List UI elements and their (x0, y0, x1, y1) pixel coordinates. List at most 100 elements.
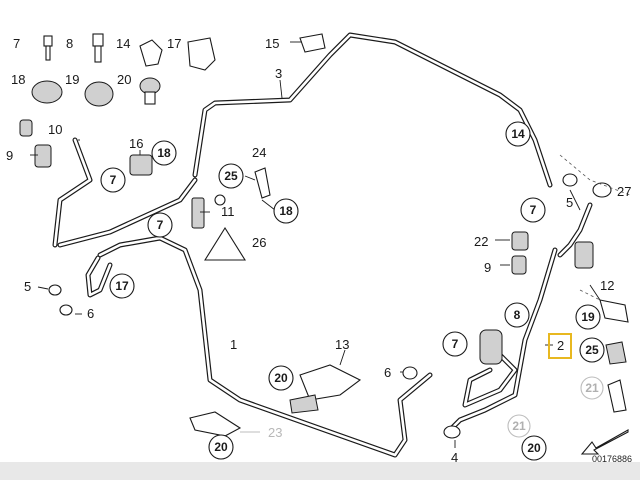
callout-20b[interactable]: 20 (208, 434, 234, 460)
part-label-20: 20 (117, 72, 131, 87)
bolt-part-7 (43, 35, 53, 47)
fitting-part-22 (511, 231, 529, 251)
part-label-27: 27 (617, 184, 631, 199)
callout-14[interactable]: 14 (505, 121, 531, 147)
part-number-labels: 7 8 14 17 18 19 20 10 9 16 24 11 26 15 3… (6, 36, 631, 465)
callout-17[interactable]: 17 (109, 273, 135, 299)
direction-arrow-icon (580, 429, 629, 455)
highlight-box-part-2 (548, 333, 572, 359)
clip-part-25 (605, 341, 627, 365)
part-label-26: 26 (252, 235, 266, 250)
component-shapes (19, 33, 631, 439)
svg-text:19: 19 (581, 310, 595, 324)
oring-part-5b (48, 284, 62, 296)
bracket-part-23 (189, 411, 242, 437)
part-label-9: 9 (6, 148, 13, 163)
bracket-part-15 (299, 33, 326, 53)
oring-part-6b (402, 366, 418, 380)
part-label-15: 15 (265, 36, 279, 51)
part-label-14: 14 (116, 36, 130, 51)
part-label-2: 2 (557, 338, 564, 353)
svg-text:25: 25 (585, 343, 599, 357)
svg-text:21: 21 (585, 381, 599, 395)
bracket-part-12 (599, 299, 629, 323)
callout-circles: 7 18 25 18 7 17 14 7 (100, 121, 605, 461)
oring-part-4 (443, 425, 461, 439)
callout-7[interactable]: 7 (100, 167, 126, 193)
part-label-22: 22 (474, 234, 488, 249)
part-label-12: 12 (600, 278, 614, 293)
svg-text:14: 14 (511, 127, 525, 141)
cap-part-9 (34, 144, 52, 168)
svg-text:18: 18 (279, 204, 293, 218)
svg-text:20: 20 (214, 440, 228, 454)
callout-7b[interactable]: 7 (147, 212, 173, 238)
part-label-13: 13 (335, 337, 349, 352)
part-label-10: 10 (48, 122, 62, 137)
part-label-24: 24 (252, 145, 266, 160)
svg-text:21: 21 (512, 419, 526, 433)
footer-bar (0, 462, 640, 480)
part-label-5b: 5 (24, 279, 31, 294)
svg-text:7: 7 (452, 337, 459, 351)
part-label-6b: 6 (384, 365, 391, 380)
clamp-part-13b (289, 394, 319, 414)
fitting-part-9 (511, 255, 527, 275)
callout-19[interactable]: 19 (575, 304, 601, 330)
gray-callouts: 21 21 23 (268, 376, 604, 440)
part-label-18: 18 (11, 72, 25, 87)
callout-7c[interactable]: 7 (520, 197, 546, 223)
part-label-19: 19 (65, 72, 79, 87)
part-label-4: 4 (451, 450, 458, 465)
warning-triangle-26 (204, 226, 246, 261)
gray-label-23: 23 (268, 425, 282, 440)
svg-text:7: 7 (157, 218, 164, 232)
svg-text:25: 25 (224, 169, 238, 183)
part-label-11: 11 (221, 204, 235, 219)
callout-25[interactable]: 25 (218, 163, 244, 189)
bracket-part-13 (299, 364, 362, 401)
part-label-7: 7 (13, 36, 20, 51)
gray-callout-21[interactable]: 21 (507, 414, 531, 438)
oring-part-5 (562, 173, 578, 187)
svg-text:8: 8 (514, 308, 521, 322)
bracket-part-17 (187, 37, 216, 71)
bolt-part-8 (92, 33, 104, 47)
callout-18[interactable]: 18 (151, 140, 177, 166)
bracket-part-24 (254, 167, 271, 199)
callout-7d[interactable]: 7 (442, 331, 468, 357)
svg-text:7: 7 (530, 203, 537, 217)
muffler-part-8 (479, 329, 503, 365)
part-label-3: 3 (275, 66, 282, 81)
part-label-1: 1 (230, 337, 237, 352)
callout-25b[interactable]: 25 (579, 337, 605, 363)
cap-part-top (19, 119, 33, 137)
grommet-part-18 (31, 80, 63, 104)
bracket-part-21 (607, 379, 627, 413)
part-label-9b: 9 (484, 260, 491, 275)
valve-part-16 (129, 154, 153, 176)
oring-part-20 (214, 194, 226, 206)
callout-8[interactable]: 8 (504, 302, 530, 328)
leader-lines (30, 41, 601, 448)
small-parts-legend (31, 33, 216, 107)
svg-text:20: 20 (527, 441, 541, 455)
part-label-17: 17 (167, 36, 181, 51)
fitting-part-27 (574, 241, 594, 269)
part-label-5: 5 (566, 195, 573, 210)
callout-20c[interactable]: 20 (521, 435, 547, 461)
part-label-8: 8 (66, 36, 73, 51)
gray-callout-21b[interactable]: 21 (580, 376, 604, 400)
svg-text:17: 17 (115, 279, 129, 293)
part-label-16: 16 (129, 136, 143, 151)
pipe-lines (52, 32, 593, 458)
callout-18b[interactable]: 18 (273, 198, 299, 224)
svg-text:7: 7 (110, 173, 117, 187)
callout-20[interactable]: 20 (268, 365, 294, 391)
svg-text:20: 20 (274, 371, 288, 385)
oring-part-6a (59, 304, 73, 316)
drawing-number: 00176886 (591, 454, 632, 464)
grommet-part-19 (84, 81, 114, 107)
svg-text:18: 18 (157, 146, 171, 160)
